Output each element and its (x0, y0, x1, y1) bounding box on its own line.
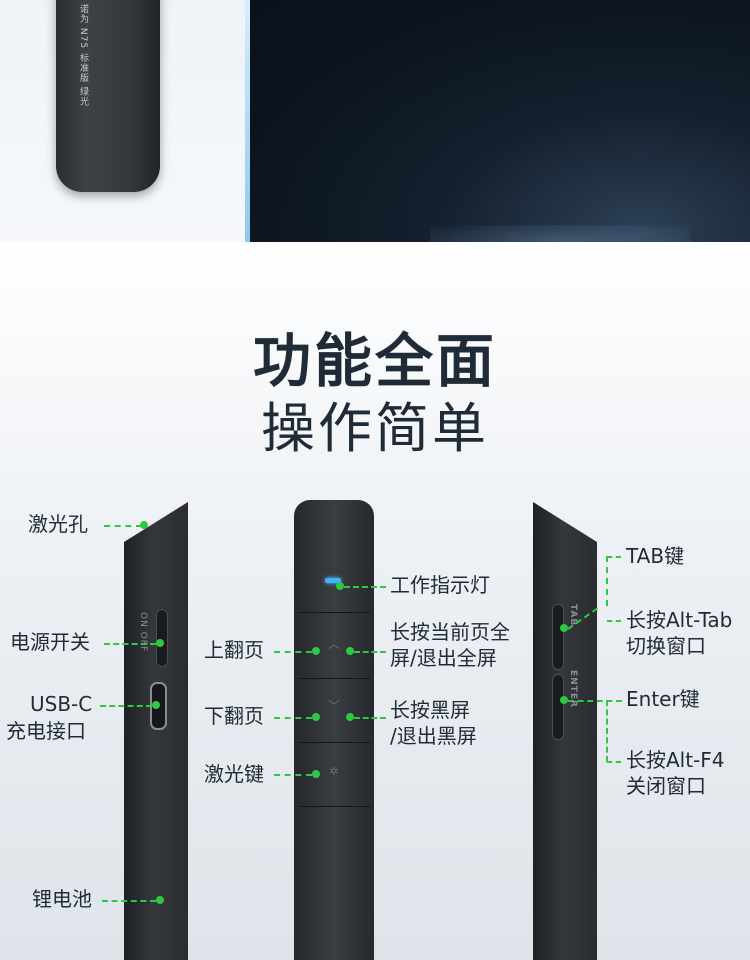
laser-key: ✲ (298, 742, 370, 806)
dot-laser-key (312, 770, 320, 778)
leader-battery (102, 900, 156, 902)
leader-enter (568, 700, 622, 702)
dot-power-switch (156, 639, 164, 647)
label-power-switch: 电源开关 (10, 630, 90, 654)
switch-on-off-mark: ON OFF (138, 612, 148, 653)
top-right-dark-panel (250, 0, 750, 242)
label-enter-key: Enter键 (626, 687, 700, 711)
top-banner: 诺为 N75 标准版 绿光 (0, 0, 750, 242)
section-subtitle: 操作简单 (261, 397, 489, 460)
dot-tab-key (560, 624, 568, 632)
label-page-down: 下翻页 (204, 704, 264, 728)
top-left-panel: 诺为 N75 标准版 绿光 (0, 0, 248, 242)
label-usb-c: USB-C (30, 692, 93, 716)
panel-glow (430, 225, 690, 242)
chevron-up-icon: ︿ (327, 637, 340, 651)
dot-usb-c (152, 701, 160, 709)
label-tab-key: TAB键 (626, 544, 685, 568)
leader-page-up (274, 651, 312, 653)
indicator-led (325, 578, 341, 583)
enter-key (552, 674, 564, 740)
label-tab-desc-2: 切换窗口 (626, 634, 706, 658)
leader-page-up-desc (354, 651, 386, 653)
laser-star-icon: ✲ (329, 765, 339, 778)
leader-enter-desc (607, 761, 621, 763)
enter-key-mark: ENTER (568, 670, 578, 708)
label-page-up-desc-2: 屏/退出全屏 (390, 646, 497, 670)
label-usb-c-charging: 充电接口 (6, 719, 86, 743)
leader-laser-key (274, 774, 312, 776)
device-front-view: ︿ ﹀ ✲ (294, 500, 374, 960)
leader-tab-top (607, 556, 621, 558)
dot-page-up (312, 647, 320, 655)
leader-laser-hole (104, 525, 142, 527)
dot-page-up-right (346, 647, 354, 655)
dot-page-down (312, 713, 320, 721)
leader-page-down-desc (354, 717, 386, 719)
presenter-device-top-view (56, 0, 160, 192)
dot-battery (156, 896, 164, 904)
label-enter-desc-2: 关闭窗口 (626, 774, 706, 798)
label-tab-desc-1: 长按Alt-Tab (626, 608, 733, 632)
leader-enter-vertical (606, 700, 608, 762)
leader-page-down (274, 717, 312, 719)
label-page-down-desc-2: /退出黑屏 (390, 724, 477, 748)
label-laser-key: 激光键 (204, 762, 264, 786)
tab-key-mark: TAB (568, 604, 578, 627)
label-page-up: 上翻页 (204, 638, 264, 662)
label-battery: 锂电池 (32, 887, 92, 911)
page-up-key: ︿ (298, 612, 370, 678)
label-page-up-desc-1: 长按当前页全 (390, 620, 510, 644)
leader-usb-c (100, 705, 152, 707)
banner-divider (245, 0, 250, 242)
battery-area (298, 806, 370, 960)
dot-indicator (336, 582, 344, 590)
dot-laser-hole (140, 521, 148, 529)
section-title: 功能全面 (252, 327, 497, 395)
dot-page-down-right (346, 713, 354, 721)
leader-tab-vertical (606, 556, 608, 606)
leader-power-switch (104, 643, 156, 645)
label-laser-hole: 激光孔 (28, 512, 88, 536)
power-switch (156, 609, 168, 667)
page-down-key: ﹀ (298, 678, 370, 742)
label-indicator-light: 工作指示灯 (390, 573, 490, 597)
feature-section: 功能全面 操作简单 ON OFF ︿ ﹀ ✲ TAB ENTER 激光孔 电源开… (0, 242, 750, 960)
label-page-down-desc-1: 长按黑屏 (390, 698, 470, 722)
device-printed-text: 诺为 N75 标准版 绿光 (78, 4, 88, 107)
device-side-view-right (533, 502, 597, 960)
tab-key (552, 604, 564, 670)
leader-tab-desc (607, 620, 621, 622)
dot-enter-key (560, 696, 568, 704)
label-enter-desc-1: 长按Alt-F4 (626, 748, 725, 772)
leader-indicator (344, 586, 386, 588)
device-side-view-left (124, 502, 188, 960)
chevron-down-icon: ﹀ (327, 699, 340, 713)
